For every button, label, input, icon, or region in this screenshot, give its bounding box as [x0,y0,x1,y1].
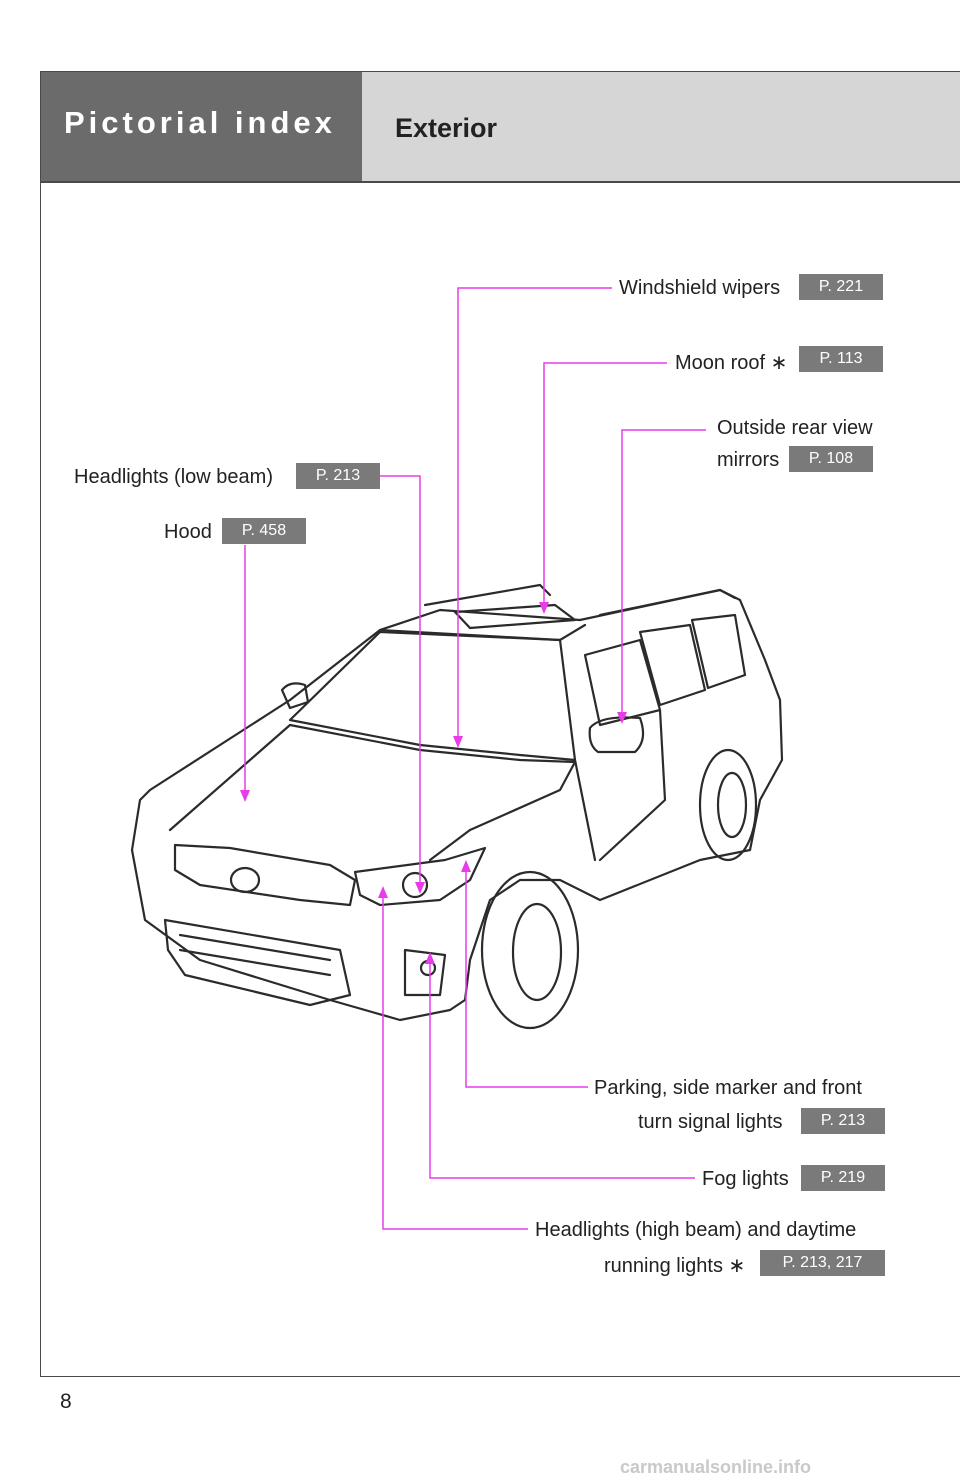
leader-parking-lights [465,868,588,1088]
leader-fog-lights [429,960,695,1179]
label-fog-lights: Fog lights [702,1168,789,1190]
leader-headlights-high [382,893,528,1230]
header-section-tab [41,72,362,181]
label-parking-lights-line1: Parking, side marker and front [594,1077,862,1099]
label-outside-mirrors-line1: Outside rear view [717,417,873,439]
watermark: carmanualsonline.info [620,1457,812,1477]
page-ref-hood[interactable]: P. 458 [222,518,306,544]
page-frame [40,71,960,1377]
page-ref-moon-roof[interactable]: P. 113 [799,346,883,372]
header-subtitle-bar [362,72,960,181]
section-title: Pictorial index [64,105,336,140]
label-moon-roof: Moon roof ∗ [675,352,788,374]
page-ref-windshield-wipers[interactable]: P. 221 [799,274,883,300]
page-number: 8 [60,1390,72,1413]
leader-outside-mirrors [621,429,706,718]
label-outside-mirrors-line2: mirrors [717,449,780,471]
label-headlights-low-beam: Headlights (low beam) [74,466,273,488]
page-ref-outside-mirrors[interactable]: P. 108 [789,446,873,472]
leader-windshield-wipers [457,287,612,740]
page-ref-fog-lights[interactable]: P. 219 [801,1165,885,1191]
leader-lines [244,287,706,1230]
suv-drawing [130,583,784,1030]
label-headlights-high-line2: running lights ∗ [604,1255,746,1277]
page-ref-headlights-low-beam[interactable]: P. 213 [296,463,380,489]
page-ref-parking-lights[interactable]: P. 213 [801,1108,885,1134]
page-subtitle: Exterior [395,113,498,143]
label-windshield-wipers: Windshield wipers [619,277,781,299]
page-ref-headlights-high[interactable]: P. 213, 217 [760,1250,885,1276]
label-hood: Hood [164,521,212,543]
leader-headlights-low [380,475,421,886]
leader-arrowheads [240,602,627,964]
leader-moon-roof [543,362,667,608]
label-parking-lights-line2: turn signal lights [638,1111,783,1133]
label-headlights-high-line1: Headlights (high beam) and daytime [535,1219,857,1241]
header-divider [41,181,960,183]
